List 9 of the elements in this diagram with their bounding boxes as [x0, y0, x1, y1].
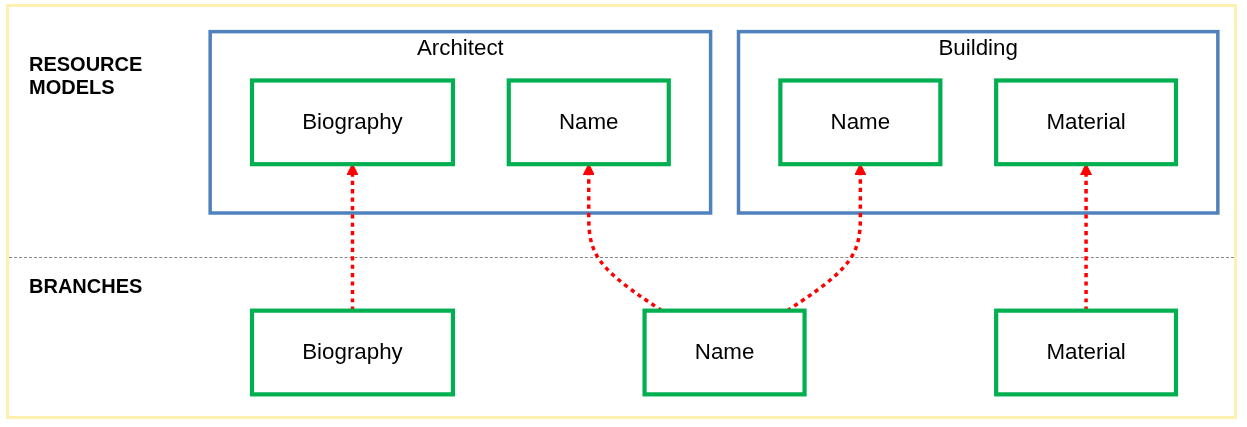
node-box: Material [994, 308, 1179, 397]
node-box: Biography [249, 78, 456, 167]
node-box: Name [642, 308, 807, 397]
node-box: Material [994, 78, 1179, 167]
section-label: BRANCHES [29, 275, 144, 298]
section-label: RESOURCE MODELS [29, 53, 144, 99]
node-box: Name [778, 78, 943, 167]
node-box: Biography [249, 308, 456, 397]
node-box: Name [506, 78, 671, 167]
